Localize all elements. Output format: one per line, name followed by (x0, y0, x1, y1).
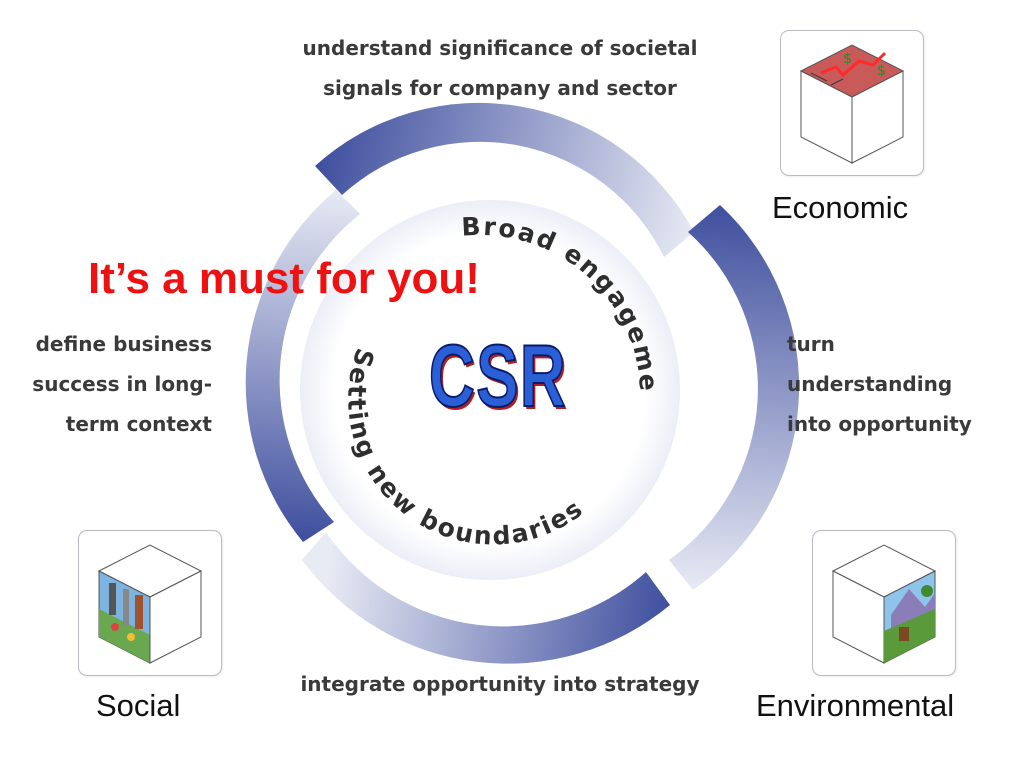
blurb-right-line: into opportunity (787, 412, 972, 436)
ring-arc-right (669, 205, 800, 590)
blurb-top-line: signals for company and sector (323, 76, 677, 100)
environmental-landscape-cube-icon (831, 544, 937, 664)
blurb-right: turn understanding into opportunity (787, 324, 1024, 444)
headline: It’s a must for you! (88, 254, 480, 303)
blurb-top-line: understand significance of societal (302, 36, 698, 60)
center-label: CSR (428, 325, 568, 426)
blurb-left-line: term context (65, 412, 212, 436)
blurb-top: understand significance of societal sign… (250, 28, 750, 108)
svg-text:$: $ (877, 63, 886, 79)
blurb-bottom-line: integrate opportunity into strategy (300, 672, 700, 696)
economic-label: Economic (772, 190, 909, 225)
blurb-right-line: turn (787, 332, 835, 356)
blurb-bottom: integrate opportunity into strategy (250, 664, 750, 704)
ring-arc-left (245, 190, 360, 542)
svg-text:$: $ (843, 51, 852, 67)
social-city-cube-icon (97, 544, 203, 664)
ring-arc-bottom (302, 532, 670, 664)
social-cube-frame (78, 530, 222, 676)
economic-cube-frame: $ $ (780, 30, 924, 176)
blurb-left-line: success in long- (32, 372, 212, 396)
ring-arc-top (315, 102, 694, 258)
blurb-left: define business success in long- term co… (0, 324, 212, 444)
blurb-left-line: define business (35, 332, 212, 356)
environmental-cube-frame (812, 530, 956, 676)
environmental-label: Environmental (756, 688, 955, 723)
blurb-right-line: understanding (787, 372, 953, 396)
economic-chart-cube-icon: $ $ (799, 44, 905, 164)
ring-inner-disc (300, 200, 680, 580)
social-label: Social (96, 688, 181, 723)
